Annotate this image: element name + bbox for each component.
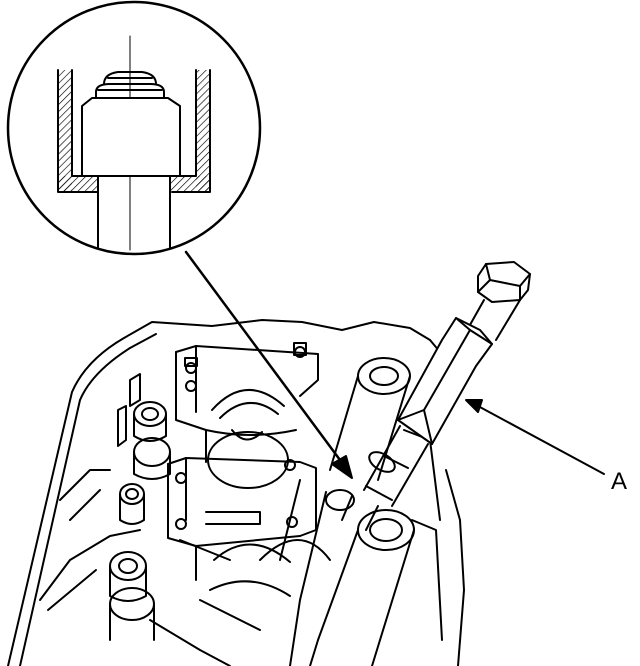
callout-label-a: A (611, 468, 628, 495)
valve-assemblies (279, 357, 415, 666)
seal-installer-tool (341, 261, 531, 531)
detail-view-circle (6, 0, 262, 256)
callout-a-leader (465, 399, 605, 475)
bearing-block-lower (167, 457, 317, 597)
bearing-block-upper (175, 342, 319, 489)
left-lifters (109, 373, 171, 641)
detail-pointer-arrow (184, 250, 353, 479)
cylinder-head (7, 319, 465, 666)
